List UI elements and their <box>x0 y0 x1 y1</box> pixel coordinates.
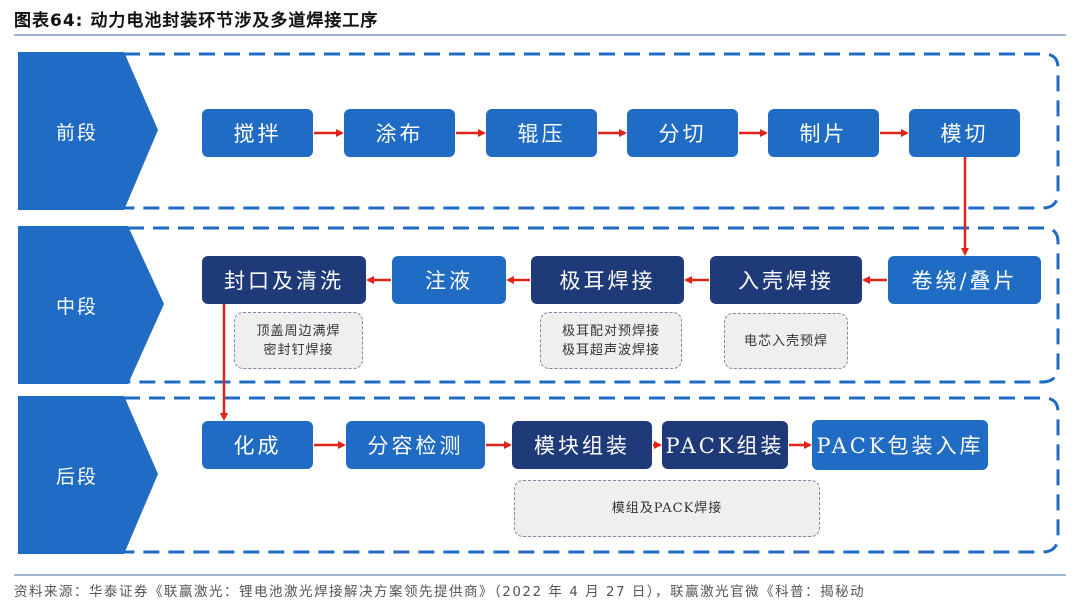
stage-back-frame <box>18 396 1060 554</box>
note-module-pack-welds: 模组及PACK焊接 <box>514 480 820 537</box>
stage-front: 前段 <box>18 52 1062 210</box>
stage-middle-label: 中段 <box>55 296 98 318</box>
stage-middle-dashed-border <box>128 226 1060 384</box>
step-capacity-testing: 分容检测 <box>346 421 485 469</box>
note-line: 极耳配对预焊接 <box>561 323 660 339</box>
footer-divider <box>14 574 1066 576</box>
stage-back-chevron <box>18 396 158 554</box>
step-formation: 化成 <box>202 421 313 469</box>
step-die-cutting: 模切 <box>909 109 1020 157</box>
stage-back-dashed-border <box>124 396 1060 554</box>
step-coating: 涂布 <box>344 109 455 157</box>
note-line: 极耳超声波焊接 <box>561 342 660 358</box>
note-line: 模组及PACK焊接 <box>611 501 723 516</box>
source-note: 资料来源：华泰证券《联赢激光：锂电池激光焊接解决方案领先提供商》（2022 年 … <box>14 584 866 600</box>
step-mixing: 搅拌 <box>202 109 313 157</box>
note-line: 密封钉焊接 <box>263 342 334 358</box>
stage-front-dashed-border <box>124 52 1060 210</box>
step-casing-welding: 入壳焊接 <box>710 256 862 304</box>
stage-front-label: 前段 <box>55 122 98 144</box>
stage-front-frame <box>18 52 1060 210</box>
stage-middle: 中段 <box>18 226 1062 384</box>
step-slitting: 分切 <box>627 109 738 157</box>
note-tab-welds: 极耳配对预焊接极耳超声波焊接 <box>540 312 682 369</box>
step-rolling: 辊压 <box>486 109 597 157</box>
step-winding-stacking: 卷绕/叠片 <box>888 256 1041 304</box>
title-divider <box>14 34 1066 36</box>
stage-back: 后段 <box>18 396 1062 554</box>
note-sealing-welds: 顶盖周边满焊密封钉焊接 <box>234 312 363 369</box>
step-module-assembly: 模块组装 <box>512 421 652 469</box>
stage-middle-chevron <box>18 226 164 384</box>
step-pack-packaging: PACK包装入库 <box>812 420 988 470</box>
note-line: 电芯入壳预焊 <box>743 333 828 349</box>
stage-middle-frame <box>18 226 1060 384</box>
step-sheet-making: 制片 <box>768 109 879 157</box>
note-line: 顶盖周边满焊 <box>256 323 341 339</box>
figure-title: 图表64: 动力电池封装环节涉及多道焊接工序 <box>14 11 379 31</box>
stage-back-label: 后段 <box>55 466 98 488</box>
stage-front-chevron <box>18 52 158 210</box>
step-pack-assembly: PACK组装 <box>662 421 788 469</box>
step-sealing-cleaning: 封口及清洗 <box>202 256 366 304</box>
step-electrolyte-injection: 注液 <box>392 256 506 304</box>
step-tab-welding: 极耳焊接 <box>531 256 684 304</box>
note-casing-welds: 电芯入壳预焊 <box>724 313 848 369</box>
